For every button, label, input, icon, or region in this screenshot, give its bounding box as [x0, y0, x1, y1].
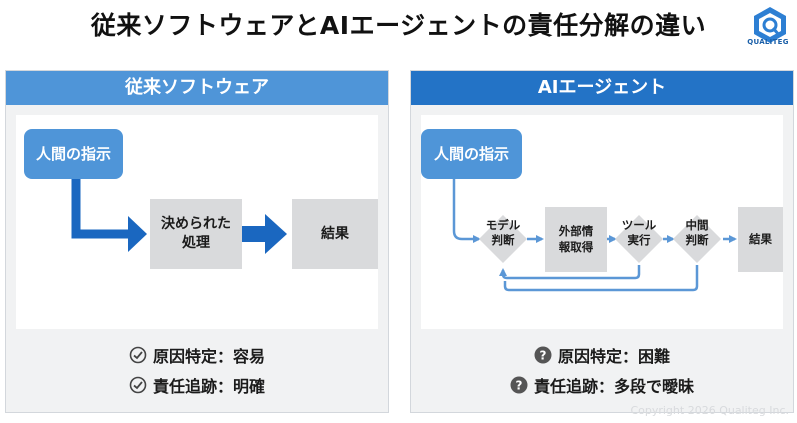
node-label-line: 決められた [161, 216, 231, 233]
flow-arrows [452, 179, 737, 292]
loop-back-arrow-inner [499, 265, 641, 280]
ai-agent-panel: AIエージェント 人間の指示 モデル 判断 外 [410, 70, 794, 413]
result-node: 結果 [292, 199, 378, 269]
flow-canvas: 人間の指示 決められた 処理 結果 [16, 115, 378, 329]
check-circle-icon [129, 376, 147, 394]
status-row: 責任追跡：明確 [6, 373, 388, 397]
panel-header: AIエージェント [411, 71, 793, 105]
arrow-shaft [241, 226, 265, 242]
external-info-node: 外部情 報取得 [545, 207, 607, 272]
flow-arrows [71, 179, 287, 254]
svg-text:?: ? [516, 379, 523, 393]
check-circle-icon [129, 346, 147, 364]
traditional-software-panel: 従来ソフトウェア 人間の指示 決められた 処理 結果 原因特定：容易 責任追跡：… [5, 70, 389, 413]
status-row: 原因特定：容易 [6, 343, 388, 367]
node-label-line: 報取得 [558, 239, 594, 254]
node-label-line: 外部情 [558, 223, 594, 238]
fixed-process-node: 決められた 処理 [150, 199, 242, 269]
q-logo-icon [754, 7, 786, 43]
question-circle-icon: ? [534, 346, 552, 364]
loop-back-arrow-outer [503, 265, 699, 292]
arrow-head [265, 214, 287, 254]
status-row: ? 原因特定：困難 [411, 343, 793, 367]
status-text: 原因特定：困難 [557, 347, 670, 366]
middle-decision-label: 中間 判断 [685, 218, 709, 247]
tool-exec-label: ツール 実行 [621, 218, 657, 247]
status-text: 責任追跡：明確 [152, 377, 265, 396]
human-instruction-node: 人間の指示 [421, 129, 522, 179]
elbow-arrow [71, 179, 128, 239]
flow-canvas: 人間の指示 モデル 判断 外部情 報取得 ツール 実行 中間 判断 結果 [421, 115, 783, 329]
human-instruction-node: 人間の指示 [24, 129, 123, 179]
logo-text: QUALITEG [747, 38, 789, 46]
svg-text:?: ? [540, 349, 547, 363]
question-circle-icon: ? [510, 376, 528, 394]
arrow-head [128, 216, 147, 252]
status-row: ? 責任追跡：多段で曖昧 [411, 373, 793, 397]
panel-header: 従来ソフトウェア [6, 71, 388, 105]
copyright-text: Copyright 2026 Qualiteg Inc. [630, 404, 789, 417]
status-text: 責任追跡：多段で曖昧 [533, 377, 694, 396]
model-decision-label: モデル 判断 [485, 218, 521, 247]
result-node: 結果 [738, 207, 783, 272]
node-label-line: 処理 [182, 235, 210, 251]
page-title: 従来ソフトウェアとAIエージェントの責任分解の違い [90, 11, 707, 40]
instruction-to-model-arrow [452, 179, 481, 243]
status-text: 原因特定：容易 [152, 347, 265, 366]
